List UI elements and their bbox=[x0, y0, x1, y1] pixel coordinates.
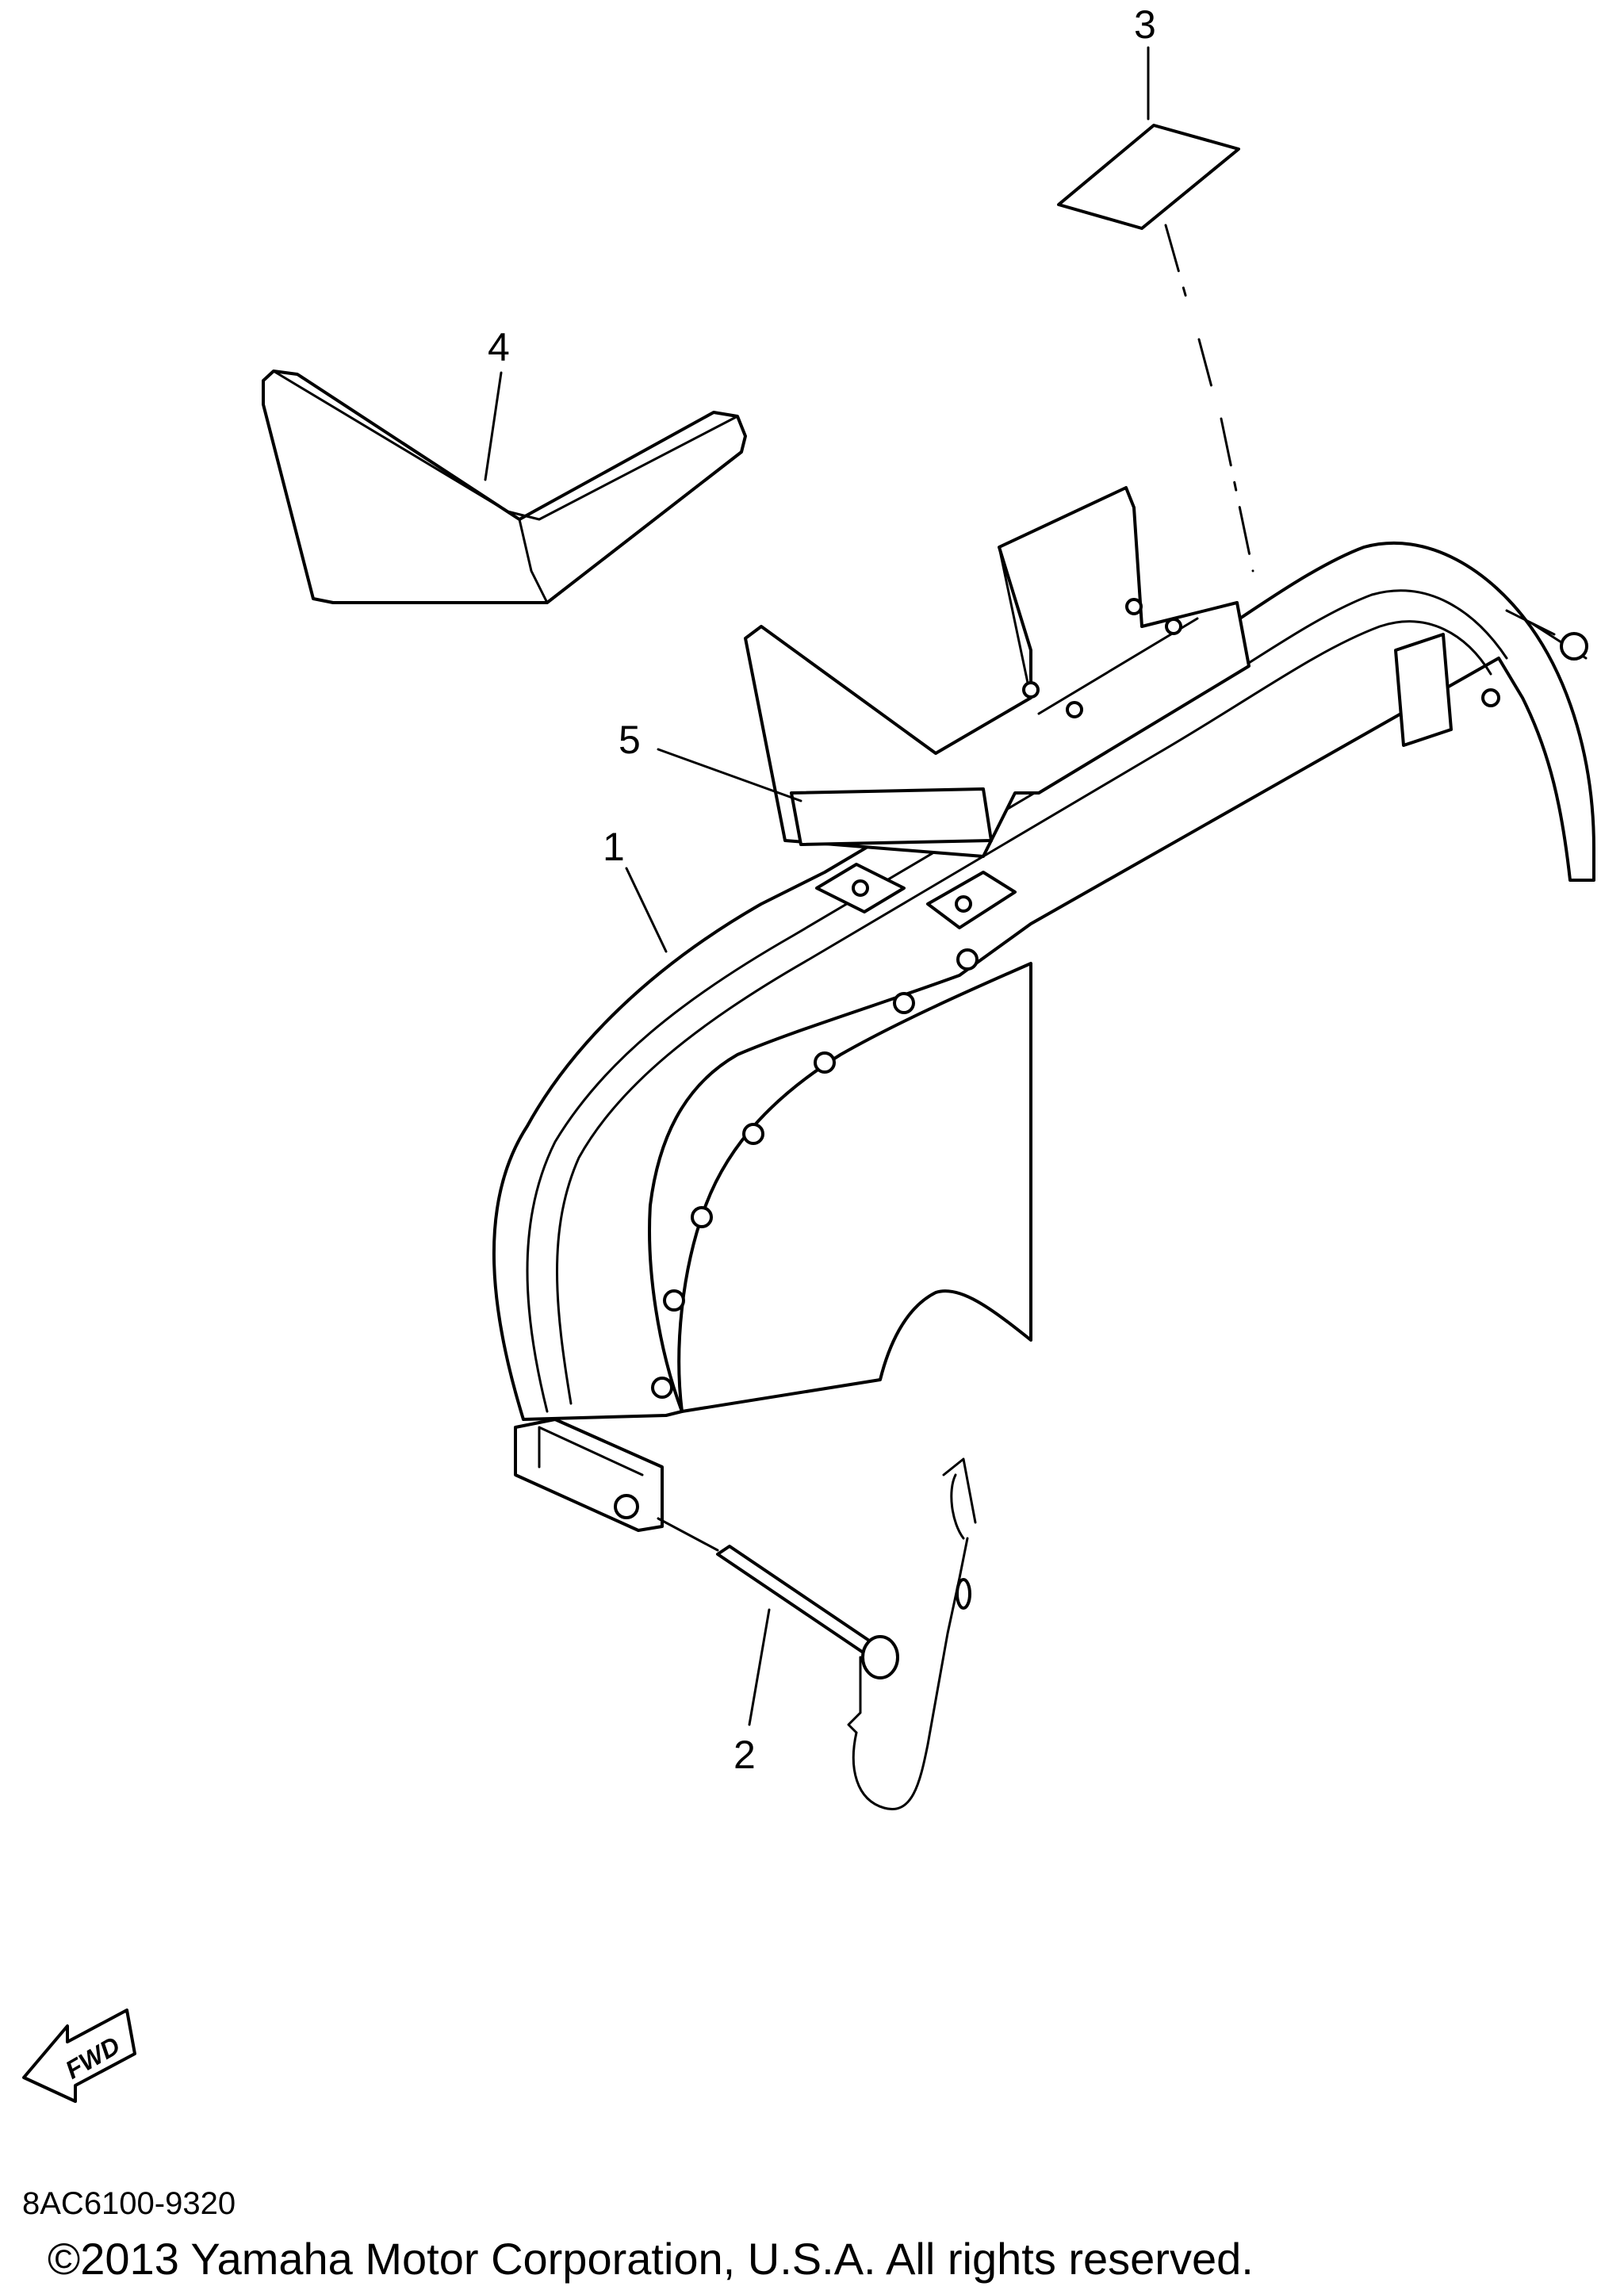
rivets bbox=[651, 948, 979, 1399]
callout-1: 1 bbox=[603, 825, 625, 869]
diagram-code: 8AC6100-9320 bbox=[22, 2186, 236, 2221]
callout-2: 2 bbox=[733, 1733, 756, 1777]
leader-lines bbox=[484, 46, 1150, 1726]
fender bbox=[492, 541, 1595, 1532]
callout-5: 5 bbox=[619, 718, 641, 762]
callout-3: 3 bbox=[1134, 2, 1156, 47]
callout-4: 4 bbox=[488, 325, 510, 370]
pad-mounted bbox=[744, 486, 1251, 858]
pin-with-lanyard bbox=[657, 1457, 977, 1810]
copyright-text: ©2013 Yamaha Motor Corporation, U.S.A. A… bbox=[48, 2234, 1254, 2284]
decal-small bbox=[1057, 124, 1254, 573]
fwd-arrow-icon: FWD bbox=[22, 2009, 136, 2103]
decal-rectangular bbox=[790, 787, 993, 846]
pad-v-shaped bbox=[262, 370, 747, 604]
